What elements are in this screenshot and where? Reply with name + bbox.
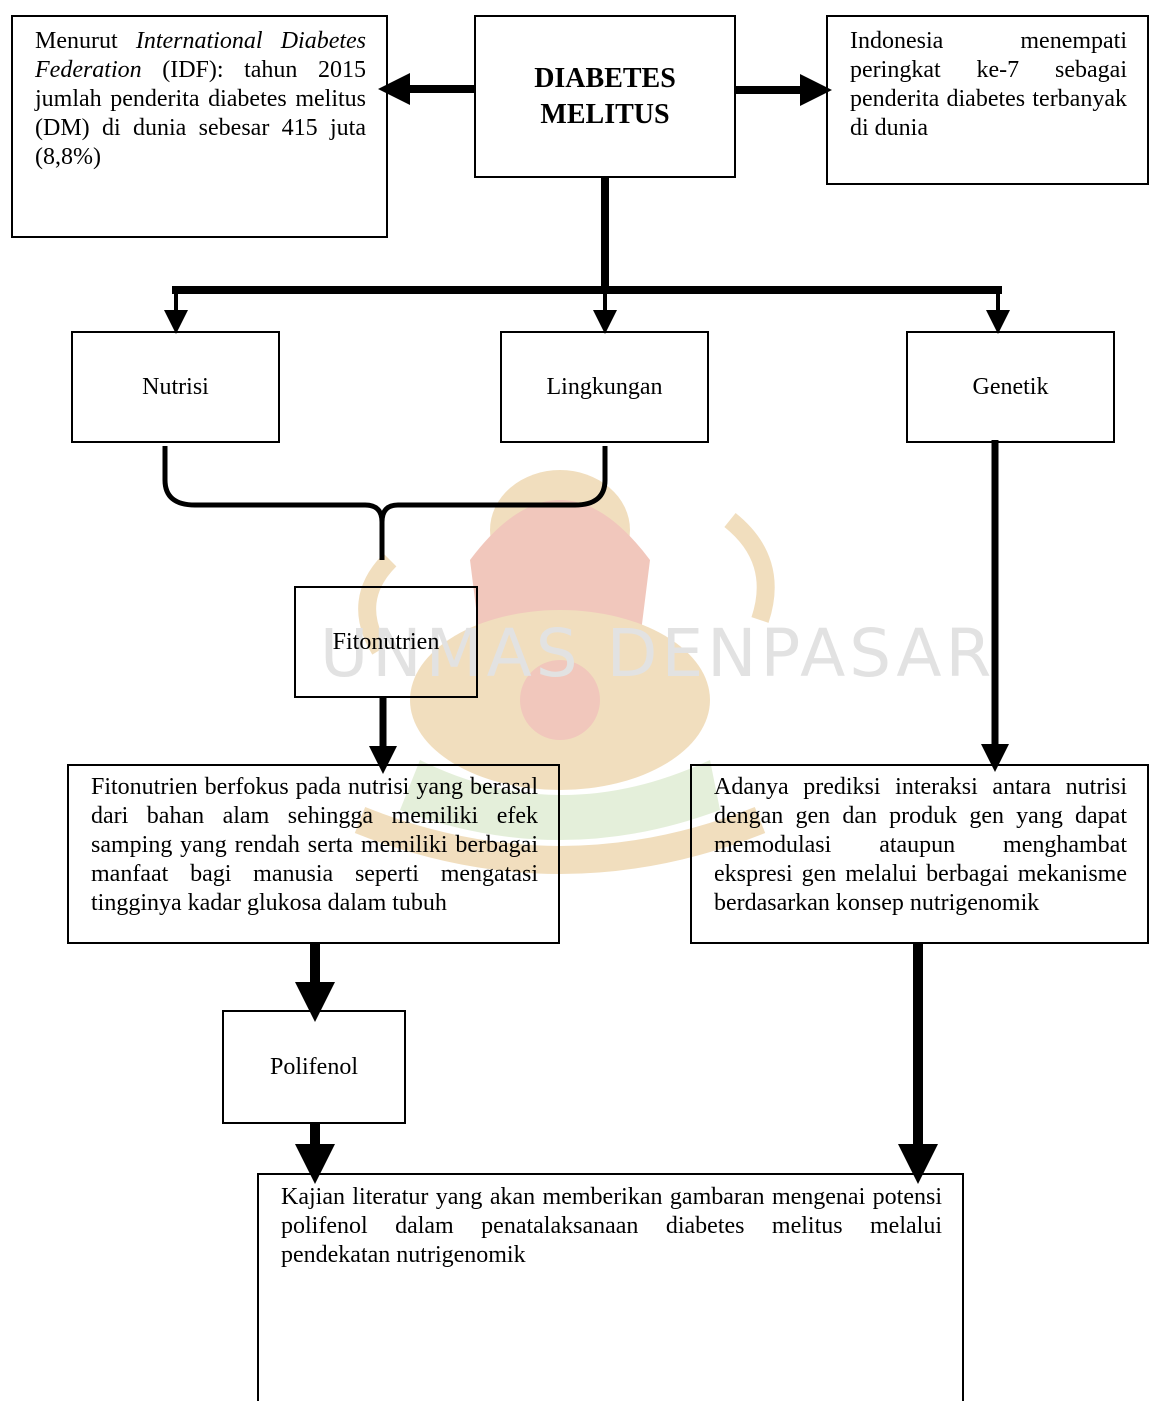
main-title-line2: MELITUS [540, 98, 670, 130]
factor-nutrisi-box: Nutrisi [71, 331, 280, 443]
genetik-desc-box: Adanya prediksi interaksi antara nutrisi… [690, 764, 1149, 944]
fitonutrien-box: Fitonutrien [294, 586, 478, 698]
main-topic-box: DIABETES MELITUS [474, 15, 736, 178]
factor-nutrisi-label: Nutrisi [142, 373, 209, 400]
polifenol-label: Polifenol [270, 1053, 358, 1080]
indonesia-info-box: Indonesia menempati peringkat ke-7 sebag… [826, 15, 1149, 185]
factor-lingkungan-box: Lingkungan [500, 331, 709, 443]
indonesia-text: Indonesia menempati peringkat ke-7 sebag… [850, 28, 1127, 141]
bracket-nutrisi-lingkungan [162, 446, 608, 560]
idf-post-text: (IDF): tahun 2015 jumlah penderita diabe… [35, 57, 366, 170]
fitonutrien-label: Fitonutrien [332, 628, 440, 655]
fitonutrien-desc-box: Fitonutrien berfokus pada nutrisi yang b… [67, 764, 560, 944]
idf-pre-text: Menurut [35, 28, 136, 54]
factor-lingkungan-label: Lingkungan [546, 373, 663, 400]
fitonutrien-desc-text: Fitonutrien berfokus pada nutrisi yang b… [91, 774, 538, 916]
kajian-text: Kajian literatur yang akan memberikan ga… [281, 1184, 942, 1268]
idf-org-name: International Diabetes Federation [35, 28, 366, 83]
genetik-desc-text: Adanya prediksi interaksi antara nutrisi… [714, 774, 1127, 916]
main-title-line1: DIABETES [534, 62, 676, 94]
polifenol-box: Polifenol [222, 1010, 406, 1124]
watermark-text: UNMAS DENPASAR [320, 615, 996, 692]
idf-info-box: Menurut International Diabetes Federatio… [11, 15, 388, 238]
factor-genetik-label: Genetik [972, 373, 1049, 400]
factor-genetik-box: Genetik [906, 331, 1115, 443]
kajian-box: Kajian literatur yang akan memberikan ga… [257, 1173, 964, 1401]
